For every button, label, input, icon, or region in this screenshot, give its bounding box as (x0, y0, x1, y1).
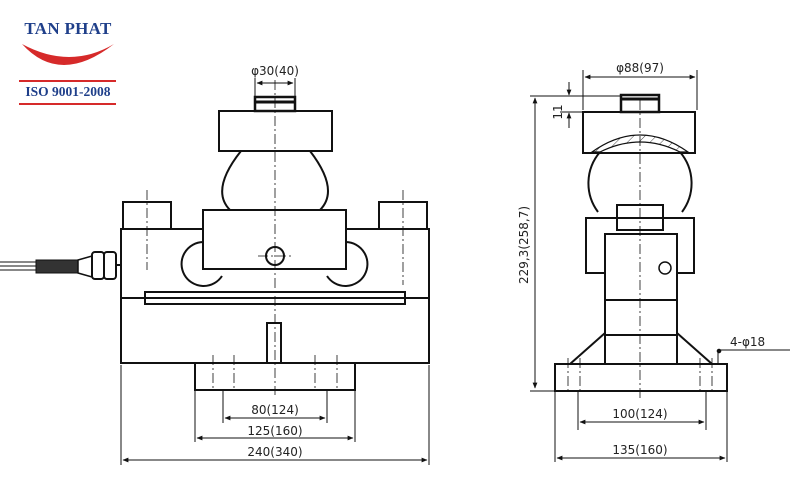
company-logo: TAN PHAT ISO 9001-2008 (0, 0, 130, 110)
logo-company-name: TAN PHAT (24, 19, 112, 38)
side-base-width-label: 135(160) (612, 443, 667, 457)
front-ball (221, 150, 329, 211)
side-view (554, 93, 728, 392)
side-cable-gland (658, 261, 672, 275)
front-top-cap (218, 110, 333, 152)
front-hole-spacing-label: 80(124) (251, 403, 299, 417)
front-dimension-lines (120, 78, 430, 465)
side-overall-height-label: 229,3(258,7) (517, 206, 531, 284)
front-cable (0, 251, 121, 280)
side-top-diameter-label: φ88(97) (616, 61, 664, 75)
front-centerlines (146, 80, 404, 395)
side-cap-height-label: 11 (551, 104, 565, 119)
side-dimension-lines (530, 70, 790, 462)
front-top-diameter-label: φ30(40) (251, 64, 299, 78)
front-right-notch (326, 241, 369, 287)
front-center-slot (266, 322, 282, 364)
side-base (554, 363, 728, 392)
logo-rule-bottom (19, 103, 116, 105)
front-overall-length-label: 240(340) (247, 445, 302, 459)
side-column-upper (604, 233, 678, 336)
logo-certification: ISO 9001-2008 (25, 84, 111, 99)
front-base-width-label: 125(160) (247, 424, 302, 438)
side-hole-spacing-label: 100(124) (612, 407, 667, 421)
logo-rule-top (19, 80, 116, 82)
side-hatch (590, 134, 690, 153)
front-left-notch (180, 241, 223, 287)
front-center-block (202, 209, 347, 270)
side-mounting-holes-label: 4-φ18 (730, 335, 765, 349)
side-ball (587, 151, 693, 213)
side-top-cap (582, 111, 696, 154)
logo-swoosh-icon (22, 44, 114, 65)
side-centerlines (567, 100, 713, 400)
